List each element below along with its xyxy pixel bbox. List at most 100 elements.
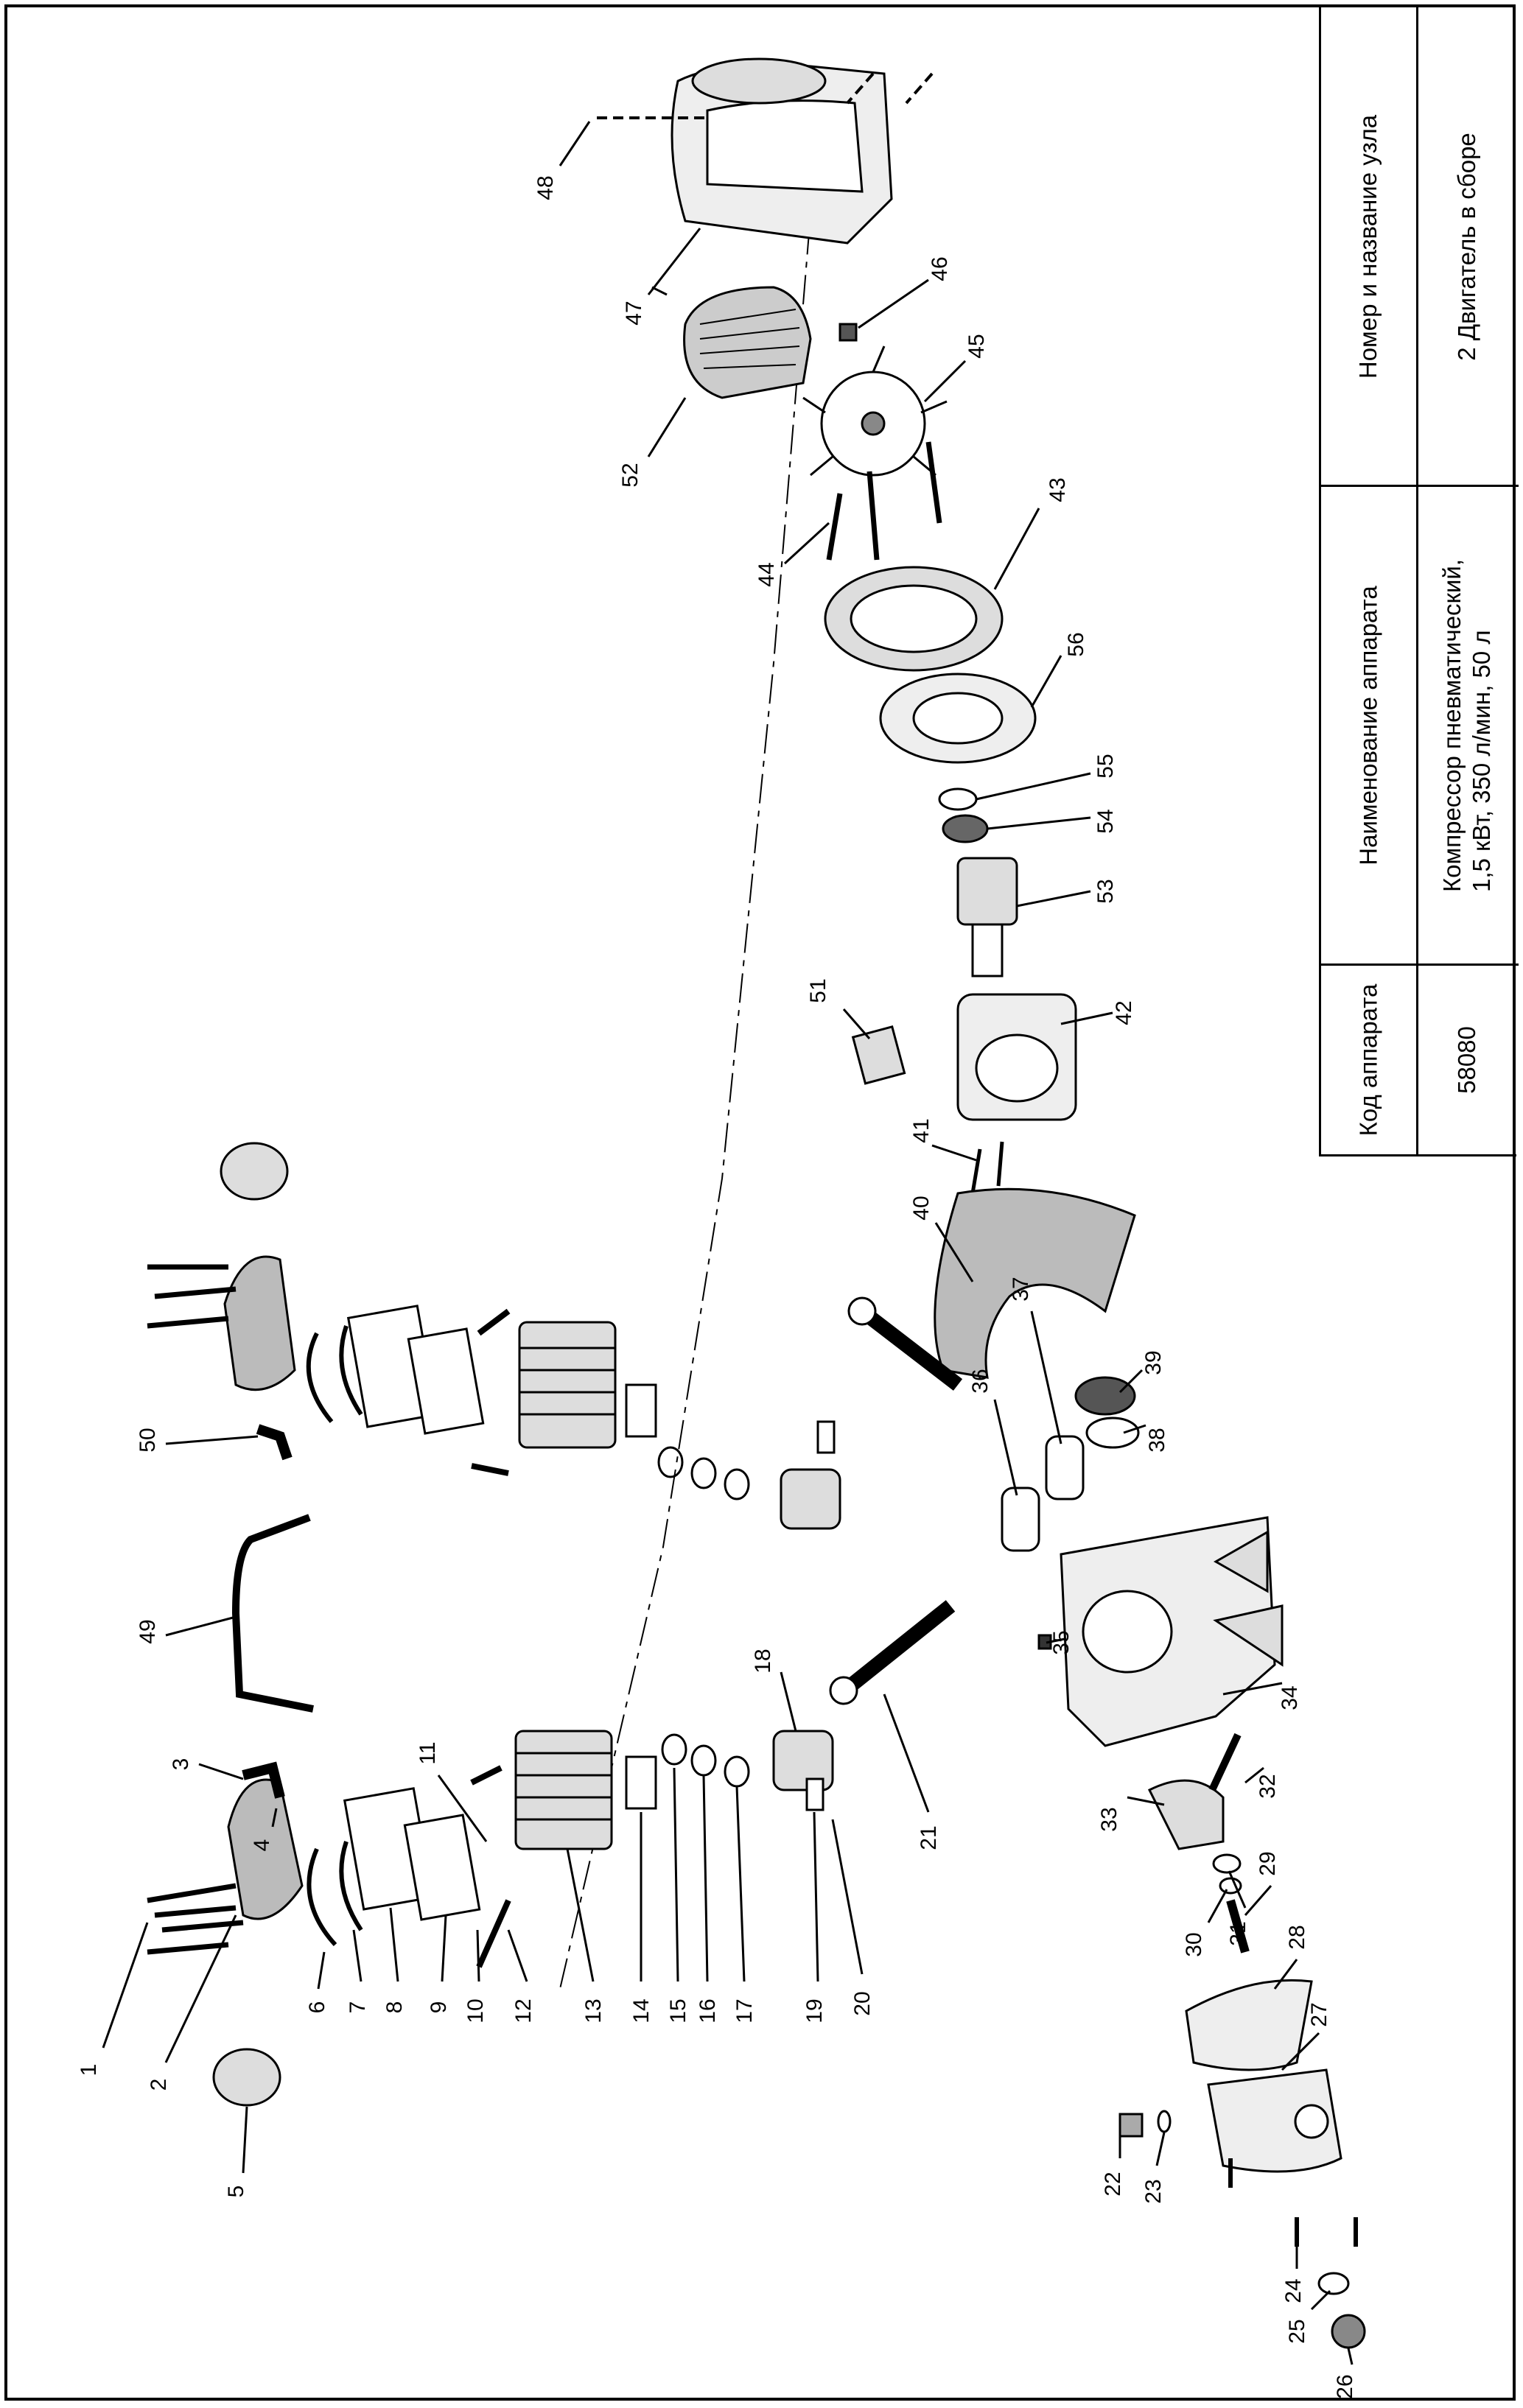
callout-42: 42 bbox=[1112, 1000, 1136, 1025]
part-air-filter-5 bbox=[212, 2048, 281, 2107]
callout-22: 22 bbox=[1101, 2172, 1125, 2196]
callout-3: 3 bbox=[169, 1758, 193, 1771]
callout-23: 23 bbox=[1141, 2179, 1166, 2203]
callout-55: 55 bbox=[1093, 754, 1118, 778]
callout-24: 24 bbox=[1281, 2278, 1306, 2303]
part-piston-pin-2 bbox=[816, 1420, 836, 1454]
part-end-cover-28 bbox=[1185, 1979, 1313, 2071]
callout-7: 7 bbox=[346, 2001, 370, 2014]
header-apparatus-name: Наименование аппарата bbox=[1354, 586, 1382, 866]
part-rotor bbox=[956, 857, 1018, 926]
callout-44: 44 bbox=[755, 562, 779, 586]
title-block-divider-1 bbox=[1321, 485, 1519, 487]
part-washer-30 bbox=[1219, 1877, 1242, 1895]
callout-48: 48 bbox=[533, 175, 558, 200]
callout-32: 32 bbox=[1256, 1774, 1280, 1798]
part-cylinder-13 bbox=[514, 1730, 613, 1850]
callout-11: 11 bbox=[416, 1741, 440, 1764]
callout-14: 14 bbox=[629, 1998, 654, 2023]
part-bearing bbox=[942, 814, 989, 843]
title-block-value-column: 2 Двигатель в сборе Компрессор пневматич… bbox=[1418, 7, 1516, 1154]
part-brush bbox=[851, 1025, 906, 1085]
part-piston-2 bbox=[780, 1468, 841, 1530]
part-washer-25 bbox=[1317, 2272, 1350, 2295]
part-cylinder-head-top bbox=[223, 1255, 296, 1391]
header-name-cell: Наименование аппарата bbox=[1321, 486, 1416, 965]
callout-43: 43 bbox=[1046, 477, 1070, 502]
part-seal-23 bbox=[1157, 2110, 1172, 2133]
callout-2: 2 bbox=[147, 2079, 171, 2091]
callout-49: 49 bbox=[136, 1619, 160, 1643]
callout-27: 27 bbox=[1307, 2002, 1331, 2026]
part-main-bearing bbox=[1074, 1376, 1136, 1416]
code-cell: 58080 bbox=[1418, 965, 1516, 1154]
callout-19: 19 bbox=[802, 1998, 827, 2023]
callout-37: 37 bbox=[1009, 1277, 1033, 1301]
callout-45: 45 bbox=[964, 334, 989, 358]
callout-46: 46 bbox=[928, 256, 952, 281]
callout-9: 9 bbox=[427, 2001, 451, 2014]
apparatus-name-line-2: 1,5 кВт, 350 л/мин, 50 л bbox=[1468, 630, 1496, 893]
callout-51: 51 bbox=[806, 978, 830, 1003]
apparatus-name-line-1: Компрессор пневматический, bbox=[1438, 558, 1466, 893]
unit-cell: 2 Двигатель в сборе bbox=[1418, 7, 1516, 486]
part-air-filter-top bbox=[220, 1142, 289, 1201]
callout-29: 29 bbox=[1256, 1851, 1280, 1875]
callout-17: 17 bbox=[732, 1998, 757, 2023]
part-bolt-12 bbox=[470, 1765, 511, 1968]
part-unloader-valve bbox=[1147, 1779, 1225, 1850]
part-connecting-rod-2 bbox=[857, 1305, 963, 1391]
part-connecting-rod-21 bbox=[835, 1600, 956, 1700]
callout-20: 20 bbox=[850, 1991, 875, 2015]
part-cylinder-head-2 bbox=[227, 1778, 304, 1920]
callout-10: 10 bbox=[463, 1998, 488, 2023]
part-head-bolts-1 bbox=[147, 1883, 244, 1955]
part-fan-cover-dome bbox=[691, 57, 827, 105]
callout-39: 39 bbox=[1141, 1350, 1166, 1375]
part-screws-24 bbox=[1228, 2158, 1358, 2247]
callout-52: 52 bbox=[618, 463, 643, 487]
callout-53: 53 bbox=[1093, 879, 1118, 903]
callout-21: 21 bbox=[917, 1825, 941, 1850]
part-screws-48 bbox=[597, 72, 934, 119]
callout-38: 38 bbox=[1145, 1428, 1169, 1452]
callout-28: 28 bbox=[1285, 1925, 1309, 1949]
callout-13: 13 bbox=[581, 1998, 606, 2023]
callout-35: 35 bbox=[1049, 1630, 1074, 1654]
callout-6: 6 bbox=[305, 2001, 329, 2014]
part-elbow-50 bbox=[256, 1424, 293, 1461]
title-block-divider-2 bbox=[1321, 963, 1519, 966]
callout-30: 30 bbox=[1182, 1932, 1206, 1956]
callout-25: 25 bbox=[1285, 2319, 1309, 2343]
header-code-cell: Код аппарата bbox=[1321, 965, 1416, 1154]
leader-lines bbox=[102, 121, 1354, 2365]
apparatus-code-value: 58080 bbox=[1452, 1025, 1480, 1094]
callout-16: 16 bbox=[696, 1998, 720, 2023]
callout-47: 47 bbox=[622, 301, 646, 325]
unit-name-value: 2 Двигатель в сборе bbox=[1453, 133, 1480, 361]
callout-56: 56 bbox=[1064, 632, 1088, 656]
callout-labels: 1 2 3 4 5 6 7 8 9 10 11 12 13 14 15 16 1… bbox=[77, 175, 1357, 2398]
callout-1: 1 bbox=[77, 2064, 101, 2077]
part-stator-screws bbox=[970, 1141, 1004, 1194]
name-cell: Компрессор пневматический, 1,5 кВт, 350 … bbox=[1418, 486, 1516, 965]
part-elbow-3 bbox=[242, 1761, 285, 1799]
part-motor-carrier bbox=[934, 1187, 1136, 1379]
part-piston-pin-19 bbox=[805, 1777, 824, 1811]
part-ring-17 bbox=[724, 1755, 750, 1788]
callout-5: 5 bbox=[224, 2186, 248, 2198]
callout-41: 41 bbox=[909, 1118, 934, 1142]
callout-26: 26 bbox=[1333, 2374, 1357, 2398]
header-apparatus-code: Код аппарата bbox=[1354, 983, 1382, 1136]
part-washer bbox=[938, 787, 978, 811]
part-ring-16 bbox=[690, 1744, 717, 1777]
part-end-housing-27 bbox=[1207, 2068, 1342, 2173]
part-long-screws bbox=[826, 441, 942, 561]
callout-50: 50 bbox=[136, 1428, 160, 1452]
callout-31: 31 bbox=[1226, 1921, 1250, 1945]
callout-40: 40 bbox=[909, 1196, 934, 1220]
part-piston-18 bbox=[772, 1730, 834, 1791]
parts-art bbox=[147, 57, 1366, 2349]
title-block-header-column: Номер и название узла Наименование аппар… bbox=[1321, 7, 1418, 1154]
